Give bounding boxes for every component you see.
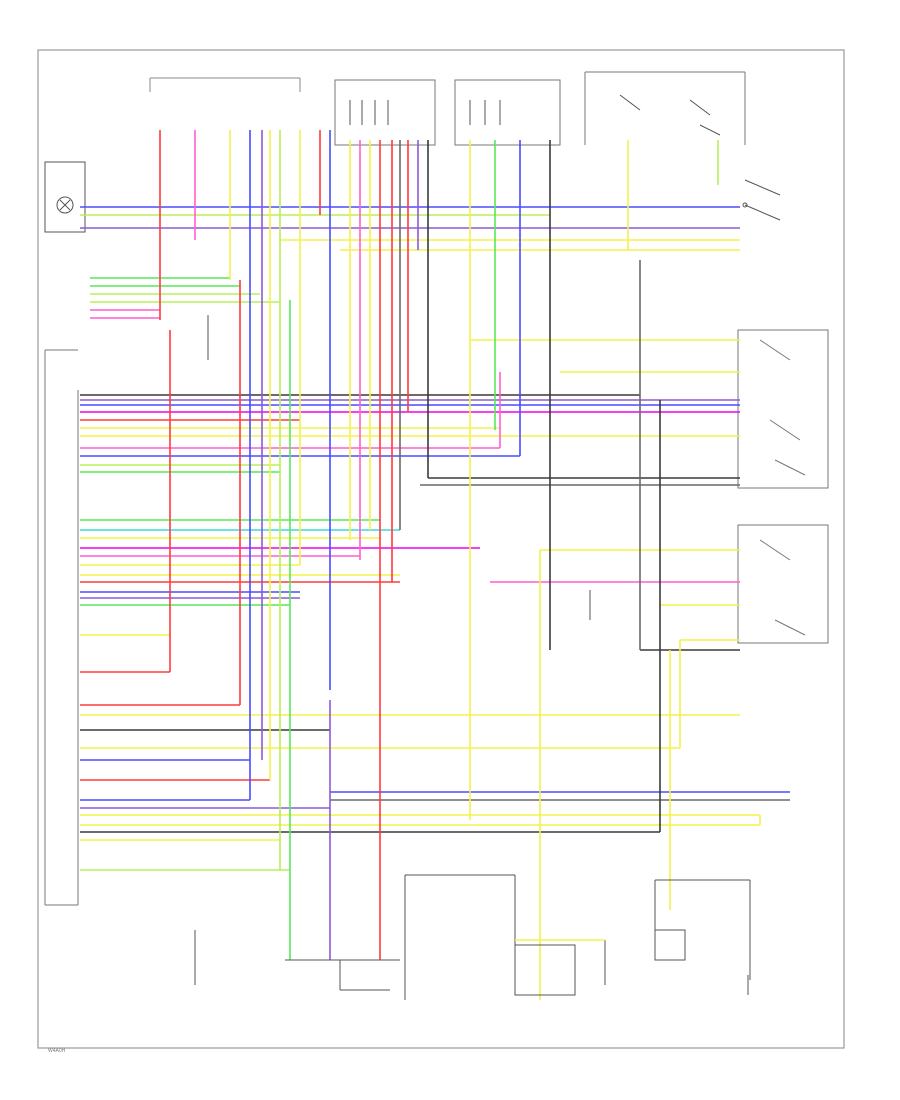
vertical-wires (159, 130, 761, 1000)
bottom-module-box (404, 874, 576, 1000)
corner-code: W4A0H (48, 1048, 66, 1054)
lamp-icon (44, 161, 86, 233)
right-lower-switch-box (737, 524, 829, 644)
ignition-switch-box (584, 71, 746, 145)
horizontal-wires (80, 206, 790, 871)
left-power-window-switch-box (334, 79, 436, 146)
right-upper-switch-box (737, 329, 829, 489)
diagram-border (37, 49, 845, 1049)
door-switch-icon (742, 179, 781, 221)
right-power-window-switch-box (454, 79, 561, 146)
main-control-module (44, 349, 79, 906)
bottom-connector-block (285, 959, 400, 991)
relay-switch-icon (349, 94, 721, 136)
top-fuse-block (149, 77, 301, 92)
ground-symbol-icon (194, 315, 749, 995)
bottom-right-box (654, 879, 751, 980)
